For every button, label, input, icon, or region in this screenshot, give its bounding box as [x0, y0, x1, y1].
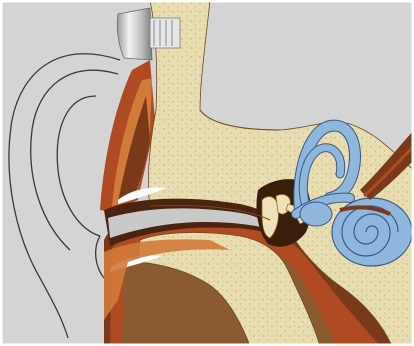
vestibule	[300, 202, 332, 226]
